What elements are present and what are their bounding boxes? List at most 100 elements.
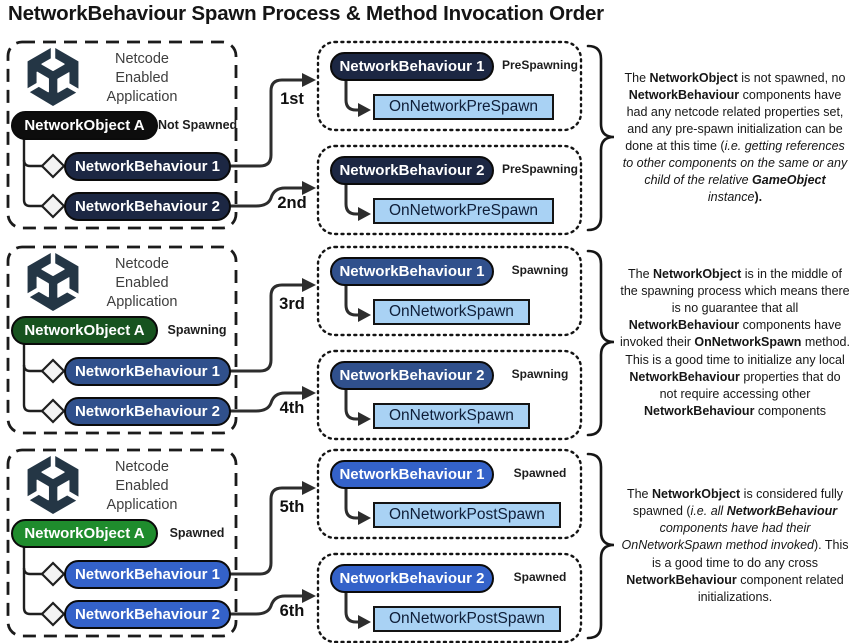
diamond-connector-icon — [40, 153, 66, 179]
method-call-arrow — [344, 81, 358, 112]
arrowhead-icon — [302, 181, 316, 195]
app-label: Netcode Enabled Application — [106, 256, 178, 311]
spawn-state-label: Spawning — [511, 367, 569, 381]
arrowhead-icon — [302, 589, 316, 603]
connector-lines — [6, 448, 615, 643]
diamond-connector-icon — [40, 193, 66, 219]
invocation-order-label: 1st — [280, 90, 304, 108]
object-child-connector — [22, 365, 42, 413]
network-object-status: Not Spawned — [158, 118, 238, 132]
arrowhead-icon — [358, 207, 371, 221]
network-behaviour-pill: NetworkBehaviour 2 — [330, 361, 494, 390]
spawn-state-label: Spawning — [511, 263, 569, 277]
spawn-stage-row: Netcode Enabled Application NetworkObjec… — [0, 40, 850, 240]
arrowhead-icon — [358, 412, 371, 426]
invocation-arrow — [230, 283, 302, 373]
invocation-order-label: 2nd — [277, 194, 307, 212]
arrowhead-icon — [358, 511, 371, 525]
arrowhead-icon — [302, 481, 316, 495]
object-child-connector — [22, 568, 42, 616]
method-invocation-box-border — [316, 448, 583, 540]
spawn-stage-row: Netcode Enabled Application NetworkObjec… — [0, 448, 850, 643]
method-box: OnNetworkSpawn — [373, 403, 530, 429]
method-invocation-box: NetworkBehaviour 1 PreSpawning OnNetwork… — [318, 42, 581, 130]
stage-description-text: The NetworkObject is considered fully sp… — [621, 487, 849, 604]
object-child-connector — [22, 344, 42, 373]
invocation-arrow — [230, 78, 302, 168]
method-invocation-box: NetworkBehaviour 1 Spawning OnNetworkSpa… — [318, 247, 581, 335]
network-object-status: Spawning — [167, 323, 227, 337]
app-label: Netcode Enabled Application — [106, 51, 178, 106]
netcode-application-box — [6, 448, 238, 638]
method-invocation-box: NetworkBehaviour 2 PreSpawning OnNetwork… — [318, 146, 581, 234]
network-behaviour-pill: NetworkBehaviour 2 — [64, 397, 231, 426]
method-call-arrow — [344, 390, 358, 421]
method-invocation-box-border — [316, 40, 583, 132]
method-box: OnNetworkPostSpawn — [373, 502, 561, 528]
invocation-order-label: 4th — [279, 399, 305, 417]
connector-lines — [6, 40, 615, 236]
invocation-arrow — [230, 594, 302, 616]
method-invocation-box-border — [316, 349, 583, 441]
network-object-pill: NetworkObject A — [11, 111, 158, 140]
method-invocation-box-border — [316, 144, 583, 236]
network-behaviour-pill: NetworkBehaviour 1 — [64, 357, 231, 386]
invocation-order-label: 3rd — [279, 295, 305, 313]
network-behaviour-pill: NetworkBehaviour 1 — [330, 460, 494, 489]
arrowhead-icon — [358, 103, 371, 117]
network-behaviour-pill: NetworkBehaviour 2 — [330, 156, 494, 185]
spawn-state-label: Spawned — [513, 466, 567, 480]
method-call-arrow — [344, 593, 358, 624]
method-box: OnNetworkSpawn — [373, 299, 530, 325]
spawn-state-label: PreSpawning — [501, 162, 578, 176]
spawn-state-label: Spawned — [513, 570, 567, 584]
arrowhead-icon — [302, 73, 316, 87]
unity-logo-icon — [27, 456, 79, 514]
spawn-state-label: PreSpawning — [501, 58, 578, 72]
diagram-title: NetworkBehaviour Spawn Process & Method … — [8, 2, 604, 25]
invocation-order-label: 5th — [279, 498, 305, 516]
stage-description: The NetworkObject is considered fully sp… — [620, 450, 850, 642]
arrowhead-icon — [358, 308, 371, 322]
method-call-arrow — [344, 286, 358, 317]
network-behaviour-pill: NetworkBehaviour 1 — [330, 52, 494, 81]
object-child-connector — [22, 139, 42, 168]
network-behaviour-pill: NetworkBehaviour 1 — [330, 257, 494, 286]
spawn-stage-row: Netcode Enabled Application NetworkObjec… — [0, 245, 850, 445]
arrowhead-icon — [302, 386, 316, 400]
arrowhead-icon — [358, 615, 371, 629]
diamond-connector-icon — [40, 398, 66, 424]
method-box: OnNetworkPostSpawn — [373, 606, 561, 632]
method-invocation-box: NetworkBehaviour 2 Spawning OnNetworkSpa… — [318, 351, 581, 439]
netcode-application-box — [6, 245, 238, 435]
method-box: OnNetworkPreSpawn — [373, 94, 555, 120]
method-invocation-box: NetworkBehaviour 1 Spawned OnNetworkPost… — [318, 450, 581, 538]
app-label: Netcode Enabled Application — [106, 459, 178, 514]
method-invocation-box-border — [316, 552, 583, 643]
stage-description: The NetworkObject is not spawned, no Net… — [620, 42, 850, 234]
network-behaviour-pill: NetworkBehaviour 1 — [64, 152, 231, 181]
unity-logo-icon — [27, 48, 79, 106]
object-child-connector — [22, 547, 42, 576]
network-behaviour-pill: NetworkBehaviour 2 — [64, 600, 231, 629]
network-behaviour-pill: NetworkBehaviour 2 — [64, 192, 231, 221]
unity-logo-icon — [27, 253, 79, 311]
curly-brace — [586, 249, 615, 437]
connector-lines — [6, 245, 615, 441]
network-object-pill: NetworkObject A — [11, 316, 158, 345]
arrowhead-icon — [302, 278, 316, 292]
invocation-arrow — [230, 186, 302, 208]
method-call-arrow — [344, 489, 358, 520]
stage-description: The NetworkObject is in the middle of th… — [620, 247, 850, 439]
method-invocation-box: NetworkBehaviour 2 Spawned OnNetworkPost… — [318, 554, 581, 642]
invocation-order-label: 6th — [279, 602, 305, 620]
diamond-connector-icon — [40, 601, 66, 627]
diamond-connector-icon — [40, 358, 66, 384]
stage-description-text: The NetworkObject is not spawned, no Net… — [622, 70, 848, 205]
object-child-connector — [22, 160, 42, 208]
diamond-connector-icon — [40, 561, 66, 587]
netcode-application-box — [6, 40, 238, 230]
network-object-pill: NetworkObject A — [11, 519, 158, 548]
invocation-arrow — [230, 391, 302, 413]
invocation-arrow — [230, 486, 302, 576]
